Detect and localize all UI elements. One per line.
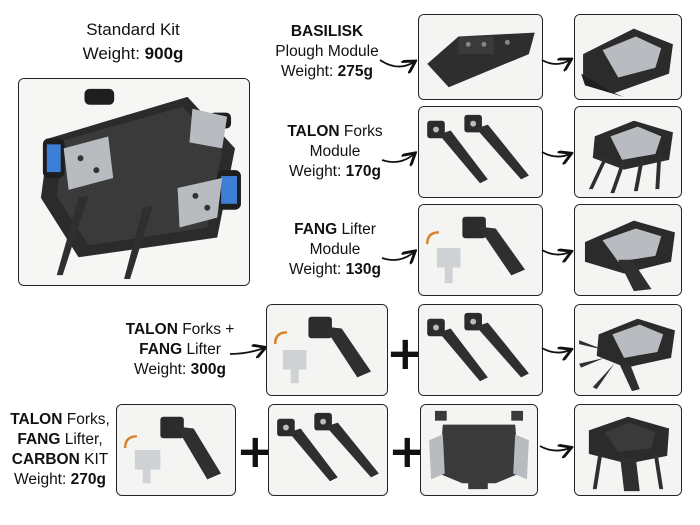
carbon-fang-image <box>116 404 236 496</box>
talon-fang-weight: Weight: 300g <box>134 361 226 378</box>
fang-label: FANG Lifter Module Weight: 130g <box>270 220 400 280</box>
arrow-basilisk-out <box>541 48 576 72</box>
talon-fang-result-image <box>574 304 682 396</box>
talon-fang-fang-image <box>266 304 388 396</box>
arrow-fang-out <box>541 240 576 264</box>
arrow-carbon-out <box>539 436 576 460</box>
talon-fang-line1: TALON Forks + <box>125 321 235 338</box>
basilisk-name: BASILISK <box>290 23 364 40</box>
carbon-weight: Weight: 270g <box>14 471 106 488</box>
carbon-line1: TALON Forks, <box>10 411 110 428</box>
standard-kit-label: Standard Kit Weight: 900g <box>58 18 208 66</box>
carbon-result-image <box>574 404 682 496</box>
carbon-kit-image <box>420 404 538 496</box>
talon-fang-talon-image <box>418 304 543 396</box>
talon-label: TALON Forks Module Weight: 170g <box>270 122 400 182</box>
standard-kit-image <box>18 78 250 286</box>
carbon-label: TALON Forks, FANG Lifter, CARBON KIT Wei… <box>4 410 116 490</box>
carbon-talon-image <box>268 404 388 496</box>
talon-desc: Module <box>309 143 361 160</box>
basilisk-module-image <box>418 14 543 100</box>
fang-result-image <box>574 204 682 296</box>
basilisk-result-image <box>574 14 682 100</box>
basilisk-desc: Plough Module <box>275 43 379 60</box>
talon-module-image <box>418 106 543 198</box>
fang-weight: Weight: 130g <box>289 261 381 278</box>
standard-kit-title: Standard Kit <box>86 20 180 39</box>
fang-name: FANG Lifter <box>294 221 376 238</box>
arrow-talon-out <box>541 142 576 166</box>
talon-weight: Weight: 170g <box>289 163 381 180</box>
talon-fang-line2: FANG Lifter <box>139 341 221 358</box>
fang-module-image <box>418 204 543 296</box>
basilisk-weight: Weight: 275g <box>281 63 373 80</box>
talon-name: TALON Forks <box>287 123 383 140</box>
carbon-line2: FANG Lifter, <box>17 431 103 448</box>
arrow-talon-fang-out <box>541 338 576 362</box>
talon-fang-label: TALON Forks + FANG Lifter Weight: 300g <box>116 320 244 380</box>
arrow-fang-in <box>381 242 420 270</box>
arrow-talon-fang-in <box>229 338 270 362</box>
arrow-talon-in <box>381 144 420 172</box>
fang-desc: Module <box>309 241 361 258</box>
standard-kit-weight: Weight: 900g <box>82 44 184 63</box>
carbon-line3: CARBON KIT <box>11 451 109 468</box>
arrow-basilisk-in <box>379 59 420 78</box>
basilisk-label: BASILISK Plough Module Weight: 275g <box>262 22 392 82</box>
talon-result-image <box>574 106 682 198</box>
